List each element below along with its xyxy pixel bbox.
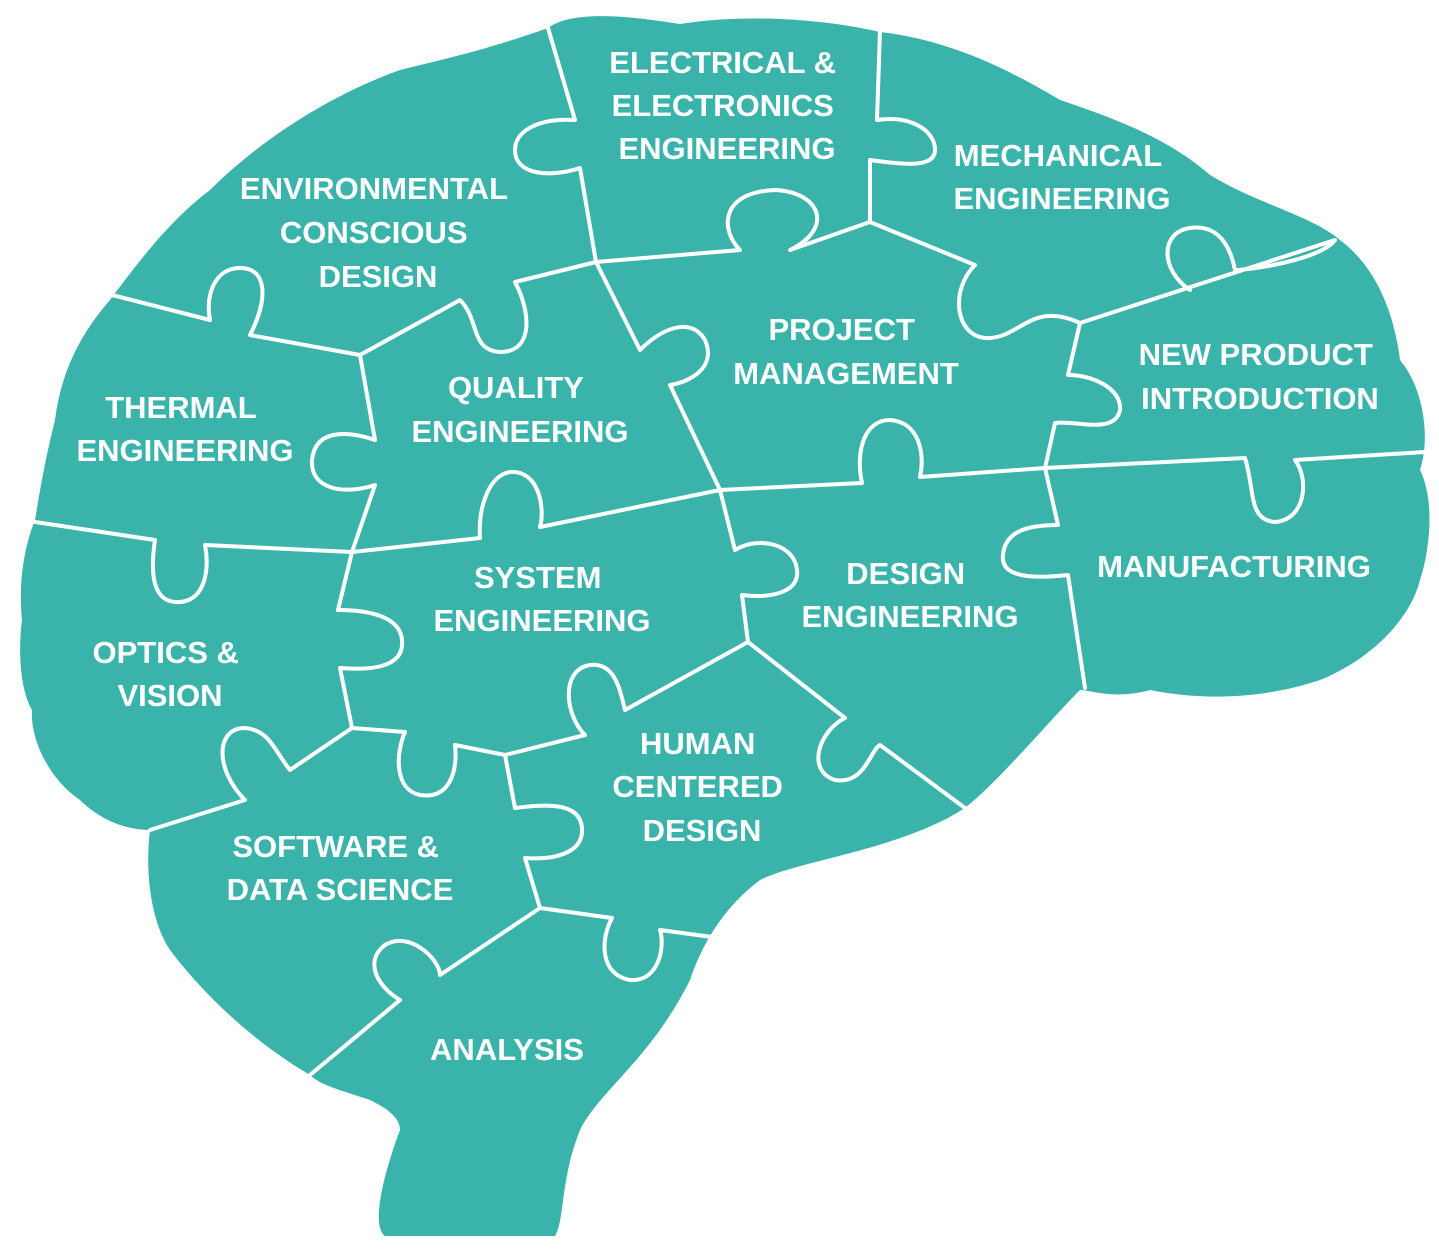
seam-environmental-bottom: [110, 260, 598, 357]
seam-design-bottom: [746, 640, 967, 810]
label-thermal: THERMAL ENGINEERING: [76, 390, 293, 468]
seam-project-left: [594, 260, 722, 492]
seam-system-right: [718, 488, 800, 644]
label-new-product: NEW PRODUCT INTRODUCTION: [1139, 337, 1382, 416]
seam-electrical-left: [513, 26, 598, 264]
label-human: HUMAN CENTERED DESIGN: [612, 726, 791, 848]
seam-project-right: [1043, 321, 1123, 470]
seam-thermal-bottom: [33, 520, 354, 605]
seam-electrical-bottom: [594, 188, 872, 264]
seam-system-left: [336, 550, 405, 730]
label-quality: QUALITY ENGINEERING: [411, 370, 628, 449]
seam-quality-bottom: [350, 469, 722, 554]
seam-software-right: [503, 753, 585, 910]
label-optics: OPTICS & VISION: [92, 635, 247, 713]
seam-design-right: [1000, 466, 1087, 690]
label-environmental: ENVIRONMENTAL CONSCIOUS DESIGN: [240, 171, 516, 294]
seam-optics-bottom: [148, 726, 354, 832]
seam-electrical-right: [868, 28, 937, 224]
label-electrical: ELECTRICAL & ELECTRONICS ENGINEERING: [609, 45, 844, 166]
label-design: DESIGN ENGINEERING: [801, 556, 1018, 634]
seam-thermal-right: [309, 353, 377, 554]
label-manufacturing: MANUFACTURING: [1097, 549, 1371, 584]
label-system: SYSTEM ENGINEERING: [433, 560, 650, 638]
seam-software-bottom: [308, 906, 542, 1077]
label-analysis: ANALYSIS: [430, 1032, 584, 1067]
seam-mechanical-bottom: [868, 220, 1337, 341]
seam-human-bottom: [538, 906, 714, 983]
brain-silhouette: [20, 16, 1430, 1236]
puzzle-seams: [33, 26, 1427, 1077]
label-software: SOFTWARE & DATA SCIENCE: [227, 829, 454, 907]
label-project: PROJECT MANAGEMENT: [733, 312, 959, 391]
label-mechanical: MECHANICAL ENGINEERING: [953, 138, 1170, 216]
